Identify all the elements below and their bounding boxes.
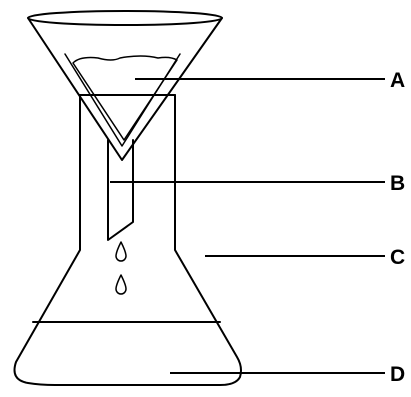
label-c: C xyxy=(390,246,405,269)
funnel-stem xyxy=(107,139,134,241)
funnel-cone xyxy=(27,17,223,161)
droplet-icon xyxy=(115,274,127,295)
droplet-icon xyxy=(115,241,127,262)
residue-in-filter xyxy=(72,55,178,141)
label-d: D xyxy=(390,363,405,386)
label-a: A xyxy=(390,69,405,92)
conical-flask xyxy=(13,94,242,386)
filter-funnel xyxy=(27,10,223,241)
flask-outline xyxy=(13,94,242,386)
funnel-rim xyxy=(27,10,223,26)
filtrate-droplets xyxy=(115,241,127,295)
label-b: B xyxy=(390,172,405,195)
